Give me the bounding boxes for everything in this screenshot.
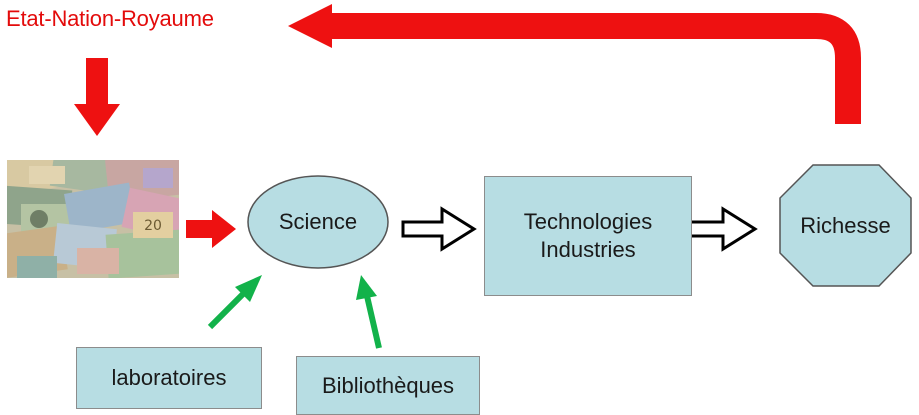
laboratoires-arrowhead [235,275,262,302]
down-arrow [86,58,108,104]
science-node: Science [248,176,388,268]
science-to-tech-arrow [401,206,477,252]
bibliotheques-arrowhead [356,275,377,300]
feedback-arrowhead [288,4,332,48]
richesse-label: Richesse [800,212,891,238]
bibliotheques-arrow [364,295,382,349]
laboratoires-arrow [207,286,251,330]
richesse-node-shape [779,164,912,287]
money-to-science-arrow [186,220,212,238]
laboratoires-label: laboratoires [111,365,227,390]
down-arrowhead [74,104,120,136]
bibliotheques-label: Bibliothèques [321,372,455,398]
money-image: 20 [7,160,179,278]
technologies-label: Technologies [523,209,653,234]
industries-label: Industries [540,237,636,262]
laboratoires-node: laboratoires [76,347,262,409]
diagram-title: Etat-Nation-Royaume [6,6,214,31]
science-node-shape [247,175,389,269]
science-label: Science [278,209,358,234]
feedback-arrow [332,13,861,124]
richesse-node: Richesse [780,165,911,286]
bibliotheques-node: Bibliothèques [296,356,480,415]
money-to-science-arrowhead [212,210,236,248]
svg-text:20: 20 [144,218,162,234]
banknotes-icon: 20 [7,160,179,278]
tech-to-richesse-arrow [682,206,758,252]
technologies-node: Technologies Industries [484,176,692,296]
